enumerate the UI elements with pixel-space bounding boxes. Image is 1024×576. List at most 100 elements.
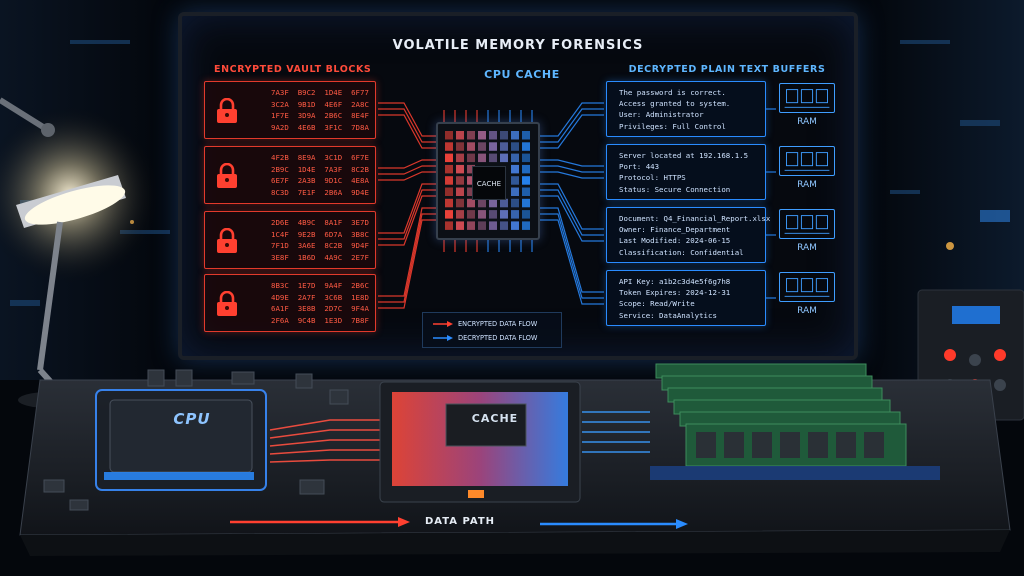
buffer-line: User: Administrator xyxy=(619,110,704,120)
hex-line: 2D6E 4B9C 8A1F 3E7D xyxy=(271,218,369,227)
cache-cell xyxy=(511,187,519,196)
data-path-label: DATA PATH xyxy=(424,516,496,527)
cache-cell xyxy=(522,187,530,196)
blue-arrow-icon xyxy=(433,335,453,341)
hex-line: 4D9E 2A7F 3C6B 1E8D xyxy=(271,292,369,302)
buffer-line: Document: Q4_Financial_Report.xlsx xyxy=(619,214,771,223)
hex-line: 7F1D 3A6E 8C2B 9D4F xyxy=(271,241,369,251)
hex-line: 6E7F 2A3B 9D1C 4E8A xyxy=(271,176,369,186)
flow-wire xyxy=(540,159,604,167)
cache-cell xyxy=(445,142,453,151)
flow-wire xyxy=(540,165,604,173)
board-cache-chip xyxy=(379,381,581,503)
cache-cell xyxy=(522,142,530,151)
cache-cell xyxy=(467,142,475,151)
vault-block: 2D6E 4B9C 8A1F 3E7D 1C4F 9E2B 6D7A 3B8C 7F… xyxy=(204,211,376,269)
board-ram-modules xyxy=(650,363,940,480)
cache-cell xyxy=(445,131,453,140)
vault-block: 7A3F B9C2 1D4E 6F77 3C2A 9B1D 4E6F 2A8C 1F… xyxy=(204,81,376,139)
cache-cell xyxy=(445,210,453,219)
cache-cell xyxy=(445,221,453,230)
cache-cell xyxy=(445,187,453,196)
padlock-icon xyxy=(217,228,237,253)
cache-cell xyxy=(511,153,519,163)
buffer-line: Scope: Read/Write xyxy=(619,299,695,309)
buffer-line: Token Expires: 2024-12-31 xyxy=(619,288,731,298)
cpu-cache-header: CPU CACHE xyxy=(484,68,560,81)
hex-line: 7A3F B9C2 1D4E 6F77 xyxy=(271,88,369,97)
hex-line: 1C4F 9E2B 6D7A 3B8C xyxy=(271,229,369,239)
cache-cell xyxy=(445,153,453,163)
cache-cell xyxy=(522,210,530,219)
buffer-line: Owner: Finance_Department xyxy=(619,225,731,235)
hex-line: 2B9C 1D4E 7A3F 8C2B xyxy=(271,164,369,174)
cache-cell xyxy=(478,153,486,163)
cache-cell xyxy=(511,221,519,230)
flow-wire xyxy=(540,114,604,149)
buffer-line: Classification: Confidential xyxy=(619,247,744,257)
cache-cell xyxy=(511,176,519,185)
cpu-cache-chip: CACHE xyxy=(436,122,540,240)
board-cache-label: CACHE xyxy=(471,412,519,425)
flow-wire xyxy=(378,159,436,169)
cache-cell xyxy=(467,164,475,174)
cache-cell xyxy=(456,131,464,140)
cache-cell xyxy=(511,164,519,174)
monitor-screen: VOLATILE MEMORY FORENSICS ENCRYPTED VAUL… xyxy=(178,12,858,360)
ram-label: RAM xyxy=(797,243,817,253)
cache-cell xyxy=(478,210,486,219)
cache-cell xyxy=(522,198,530,208)
flow-wire xyxy=(378,219,436,309)
cache-cell xyxy=(456,210,464,219)
screen-title: VOLATILE MEMORY FORENSICS xyxy=(392,38,644,53)
cache-cell xyxy=(467,198,475,208)
ram-label: RAM xyxy=(797,180,817,190)
flow-wire xyxy=(540,207,604,293)
cache-cell xyxy=(522,164,530,174)
cache-cell xyxy=(456,187,464,196)
flow-wire xyxy=(378,108,436,143)
hex-line: 3C2A 9B1D 4E6F 2A8C xyxy=(271,99,369,109)
vault-hex-data: 2D6E 4B9C 8A1F 3E7D 1C4F 9E2B 6D7A 3B8C 7F… xyxy=(271,217,369,263)
ram-module-icon xyxy=(779,272,835,302)
flow-wire xyxy=(540,195,604,242)
buffer-line: Port: 443 xyxy=(619,162,660,172)
board-cpu-label: CPU xyxy=(173,410,211,428)
cache-cell xyxy=(467,131,475,140)
circuit-board xyxy=(19,363,1011,556)
cache-cell xyxy=(500,221,508,230)
cache-cell xyxy=(511,198,519,208)
flow-legend: ENCRYPTED DATA FLOW DECRYPTED DATA FLOW xyxy=(422,312,562,348)
vault-hex-data: 7A3F B9C2 1D4E 6F77 3C2A 9B1D 4E6F 2A8C 1F… xyxy=(271,87,369,133)
flow-wire xyxy=(378,213,436,303)
flow-wire xyxy=(378,207,436,297)
cache-cell-grid xyxy=(445,131,530,230)
cache-cell xyxy=(511,210,519,219)
flow-wire xyxy=(540,213,604,299)
buffer-line: The password is correct. xyxy=(619,88,726,97)
board-cpu-chip xyxy=(95,389,267,491)
plaintext-buffer: The password is correct.Access granted t… xyxy=(606,81,766,137)
cache-cell xyxy=(456,164,464,174)
legend-decrypted: DECRYPTED DATA FLOW xyxy=(433,334,537,342)
cache-cell xyxy=(478,221,486,230)
ram-label: RAM xyxy=(797,117,817,127)
flow-wire xyxy=(540,108,604,143)
cache-cell xyxy=(456,176,464,185)
cache-cell xyxy=(489,221,497,230)
cache-cell xyxy=(500,198,508,208)
ram-module-icon xyxy=(779,146,835,176)
flow-wire xyxy=(378,189,436,240)
hex-line: 2F6A 9C4B 1E3D 7B8F xyxy=(271,315,369,325)
cache-cell xyxy=(500,210,508,219)
cache-cell xyxy=(456,221,464,230)
ram-module: RAM xyxy=(776,83,838,131)
cache-cell xyxy=(456,198,464,208)
cache-cell xyxy=(467,153,475,163)
cache-cell xyxy=(500,142,508,151)
flow-wire xyxy=(378,195,436,246)
padlock-icon xyxy=(217,163,237,188)
ram-label: RAM xyxy=(797,306,817,316)
hex-line: 1F7E 3D9A 2B6C 8E4F xyxy=(271,111,369,121)
